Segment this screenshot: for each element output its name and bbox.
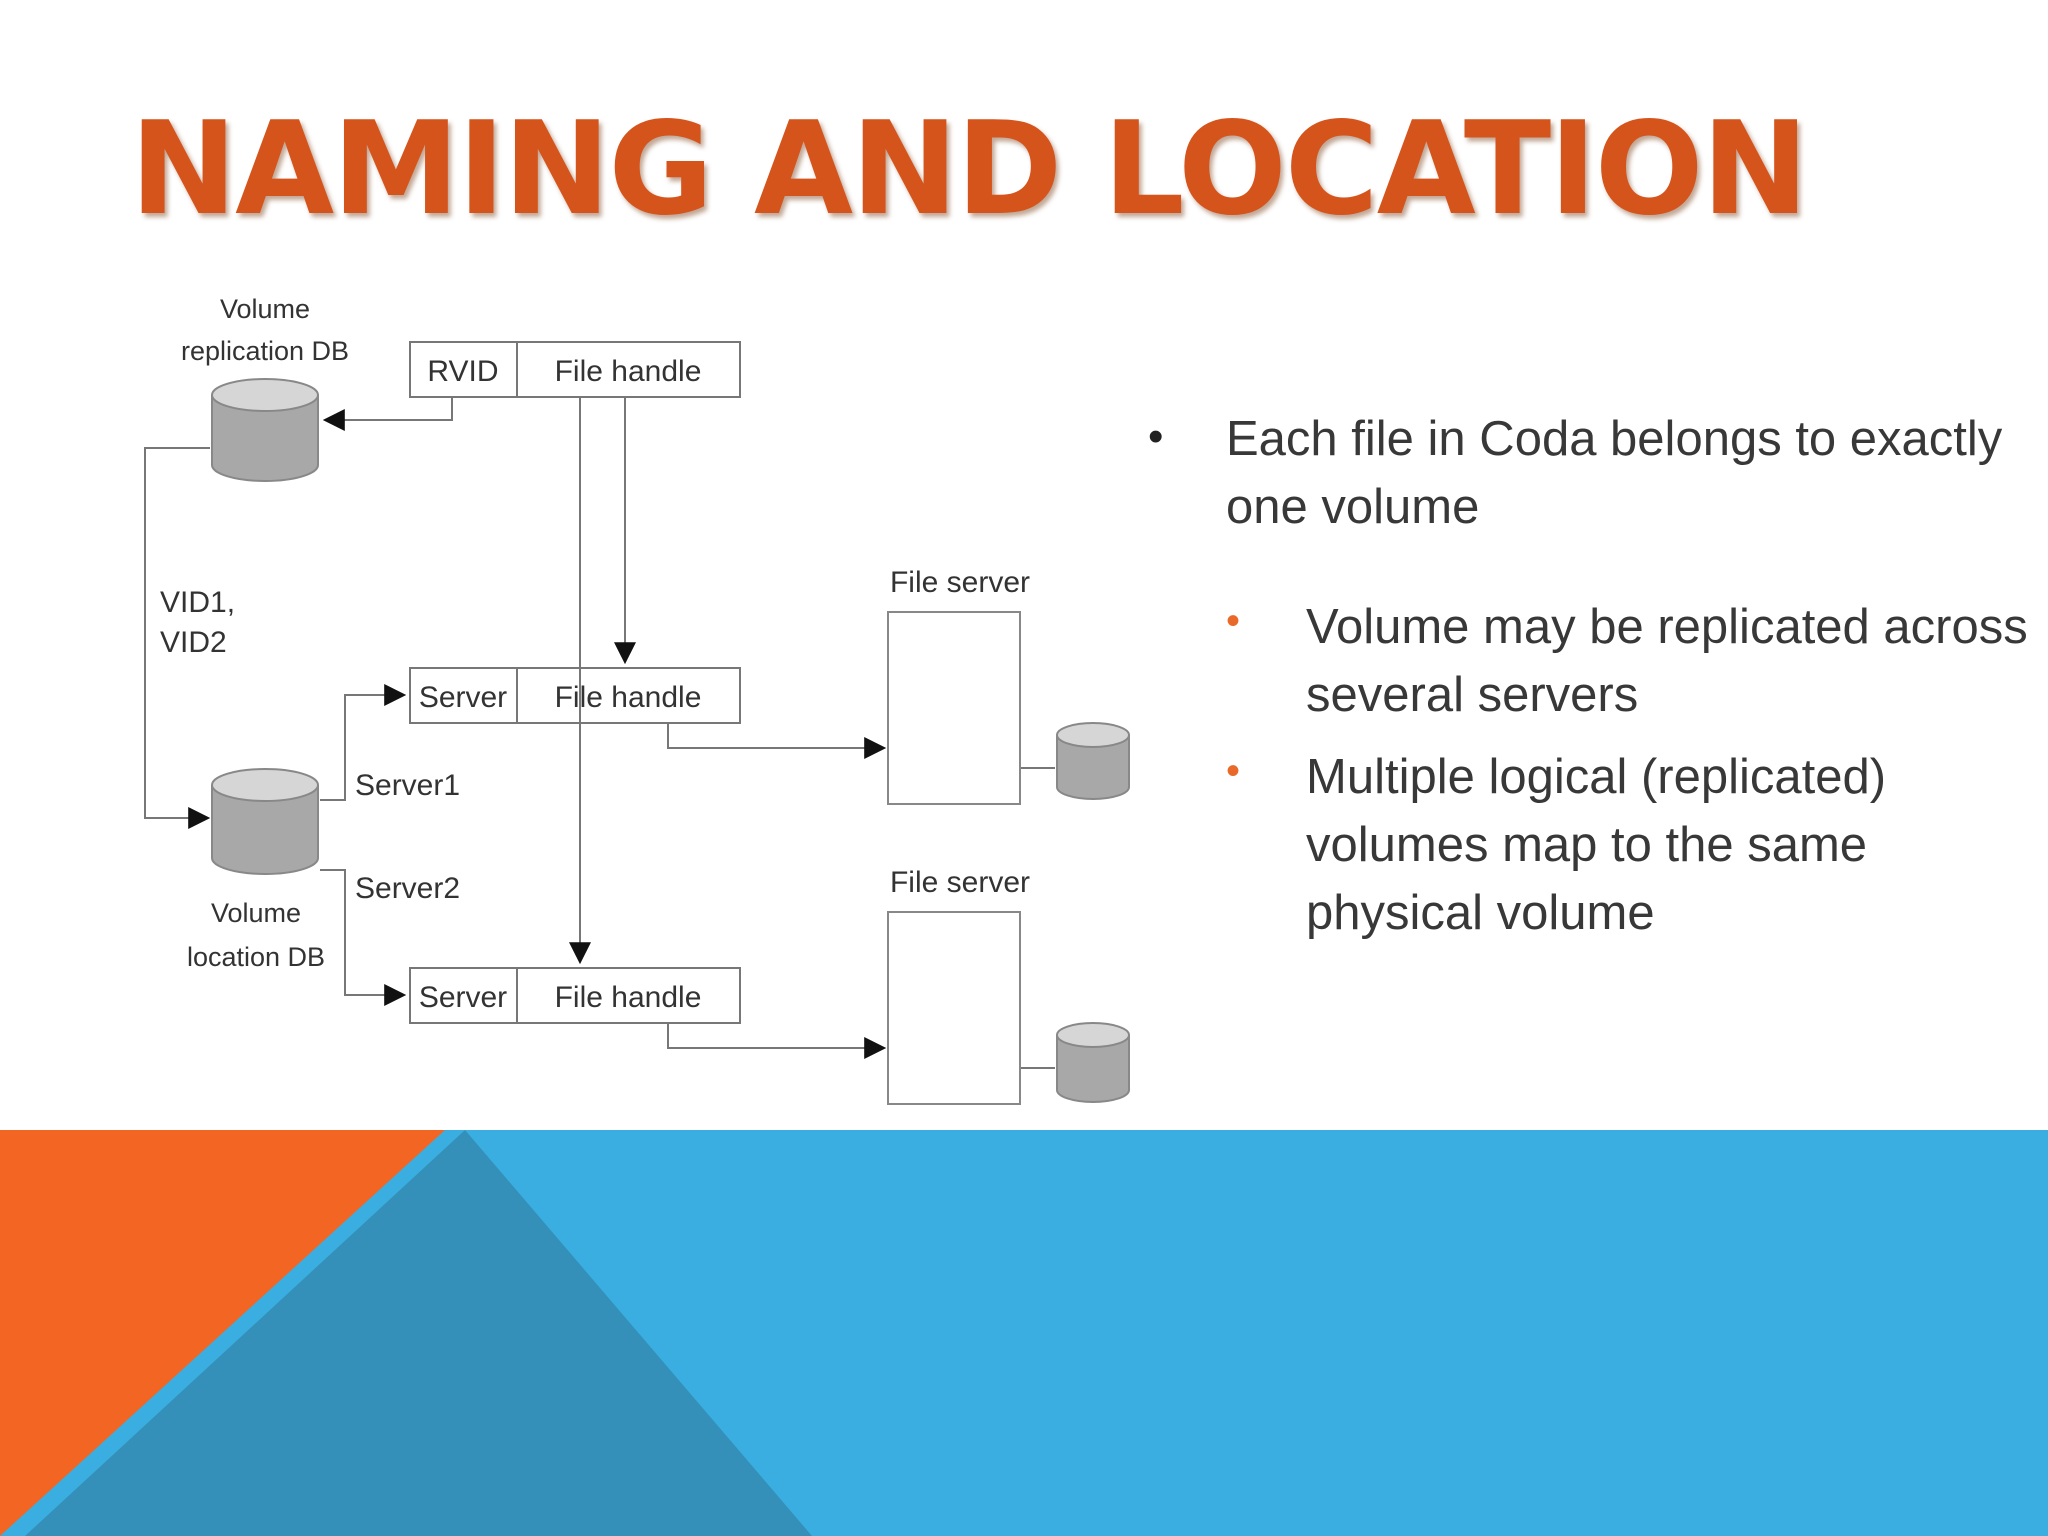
volume-replication-db-label-2: replication DB — [181, 336, 349, 366]
server-field-2: Server — [419, 981, 507, 1014]
sub-bullet-text: Volume may be replicated across several … — [1306, 600, 2028, 722]
sub-bullet-list: • Volume may be replicated across severa… — [1148, 593, 2028, 947]
sub-bullet-item: • Volume may be replicated across severa… — [1226, 593, 2028, 729]
bullet-text: Each file in Coda belongs to exactly one… — [1226, 412, 2003, 534]
volume-location-db-icon — [211, 768, 319, 875]
server2-label: Server2 — [355, 872, 460, 905]
volume-location-db-label-1: Volume — [211, 898, 301, 928]
volume-replication-db-icon — [211, 378, 319, 482]
vid-label-1: VID1, — [160, 586, 235, 619]
naming-diagram: Volume replication DB Volume location DB… — [144, 294, 1130, 1105]
vid-label-2: VID2 — [160, 626, 227, 659]
server-file-handle-record-2 — [409, 967, 741, 1024]
file-server-box-1 — [887, 611, 1021, 805]
server1-label: Server1 — [355, 769, 460, 802]
rvid-field: RVID — [427, 355, 498, 388]
bullet-list: • Each file in Coda belongs to exactly o… — [1148, 405, 2028, 961]
file-server-label-2: File server — [890, 866, 1030, 899]
file-server-disk-icon-1 — [1056, 722, 1130, 800]
file-server-box-2 — [887, 911, 1021, 1105]
slide-title: NAMING AND LOCATION — [130, 95, 1809, 244]
file-server-disk-icon-2 — [1056, 1022, 1130, 1103]
file-handle-field-1: File handle — [555, 681, 702, 714]
footer-decoration — [0, 1130, 2048, 1536]
server-file-handle-record-1 — [409, 667, 741, 724]
diagram-connectors — [144, 397, 1055, 1069]
file-handle-field-2: File handle — [555, 981, 702, 1014]
file-server-label-1: File server — [890, 566, 1030, 599]
footer-dark-blue-triangle — [25, 1130, 812, 1536]
server-field-1: Server — [419, 681, 507, 714]
volume-replication-db-label-1: Volume — [220, 294, 310, 324]
sub-bullet-dot-icon: • — [1226, 749, 1241, 793]
rvid-file-handle-record — [409, 341, 741, 398]
sub-bullet-dot-icon: • — [1226, 599, 1241, 643]
volume-location-db-label-2: location DB — [187, 942, 325, 972]
bullet-item: • Each file in Coda belongs to exactly o… — [1148, 405, 2028, 541]
sub-bullet-item: • Multiple logical (replicated) volumes … — [1226, 743, 2028, 947]
sub-bullet-text: Multiple logical (replicated) volumes ma… — [1306, 750, 1887, 940]
file-handle-field-top: File handle — [555, 355, 702, 388]
footer-orange-triangle — [0, 1130, 445, 1536]
bullet-dot-icon: • — [1148, 412, 1164, 461]
